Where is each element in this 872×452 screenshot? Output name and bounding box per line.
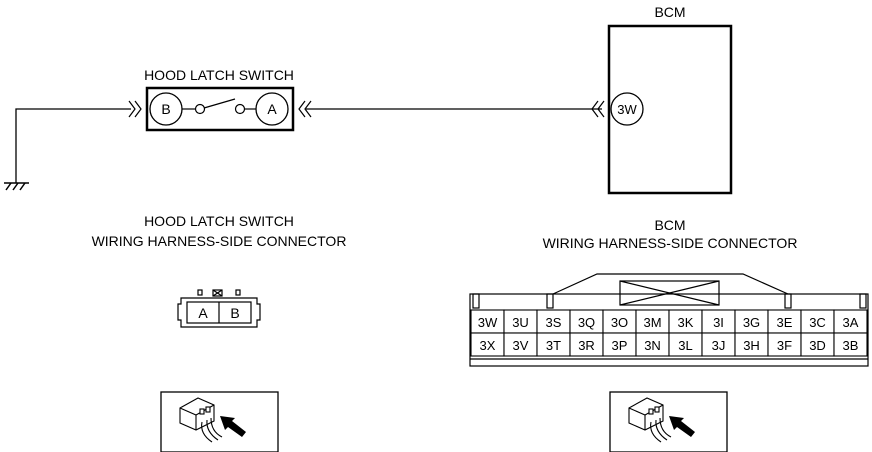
bcm-connector-pin-label: 3U <box>512 315 529 330</box>
pin-b-label: B <box>161 101 170 117</box>
bcm-connector-pin-label: 3K <box>678 315 694 330</box>
bcm-connector-title-line2: WIRING HARNESS-SIDE CONNECTOR <box>543 235 798 251</box>
view-direction-icon-left <box>160 391 279 452</box>
bcm-connector-pin-label: 3W <box>478 315 498 330</box>
view-direction-icon-right <box>609 391 728 452</box>
bcm-connector-pin-label: 3M <box>643 315 661 330</box>
bcm-connector-pin-label: 3F <box>777 338 792 353</box>
bcm-connector-pin-label: 3V <box>513 338 529 353</box>
bcm-connector-pin-label: 3I <box>713 315 724 330</box>
bcm-connector-pin-label: 3N <box>644 338 661 353</box>
bcm-connector-title-line1: BCM <box>654 217 685 233</box>
bcm-connector-pin-label: 3B <box>843 338 859 353</box>
bcm-pin-circle <box>610 92 644 126</box>
hood-connector-pin-a: A <box>198 305 208 321</box>
bcm-connector-pin-label: 3J <box>712 338 726 353</box>
bcm-connector-pin-label: 3G <box>743 315 760 330</box>
bcm-connector-pin-label: 3D <box>809 338 826 353</box>
bcm-chevron-icon <box>591 100 605 118</box>
bcm-connector-pin-label: 3E <box>777 315 793 330</box>
pin-a-label: A <box>267 101 277 117</box>
bcm-connector-pin-label: 3P <box>612 338 628 353</box>
bcm-connector-pin-label: 3O <box>611 315 628 330</box>
hood-latch-switch-box <box>145 86 295 132</box>
bcm-connector-pin-label: 3T <box>546 338 561 353</box>
bcm-connector-cells: 3W 3U 3S 3Q 3O 3M 3K 3I 3G 3E 3C 3A 3X 3V 3T 3R 3P 3N 3L 3J… <box>470 309 868 357</box>
hood-connector-face <box>177 289 261 328</box>
hood-connector-title-line1: HOOD LATCH SWITCH <box>144 213 294 229</box>
bcm-connector-pin-label: 3Q <box>578 315 595 330</box>
ground-wire <box>15 108 131 183</box>
bcm-connector-pin-label: 3A <box>843 315 859 330</box>
ground-icon <box>4 182 29 191</box>
bcm-connector-pin-label: 3L <box>678 338 692 353</box>
hood-latch-switch-label: HOOD LATCH SWITCH <box>144 67 294 83</box>
bcm-pin-label: 3W <box>617 102 637 117</box>
bcm-connector-face <box>469 273 869 367</box>
connector-chevron-left-icon <box>128 100 142 118</box>
bcm-connector-pin-label: 3R <box>578 338 595 353</box>
bcm-connector-pin-label: 3S <box>546 315 562 330</box>
bcm-label: BCM <box>654 4 685 20</box>
hood-connector-pin-b: B <box>230 305 239 321</box>
connector-chevron-right-icon <box>298 100 312 118</box>
bcm-connector-pin-label: 3X <box>480 338 496 353</box>
switch-contact-icon <box>182 98 256 115</box>
bcm-connector-cell <box>833 332 868 357</box>
bcm-connector-pin-label: 3H <box>743 338 760 353</box>
bcm-connector-pin-label: 3C <box>809 315 826 330</box>
bcm-box <box>607 24 733 195</box>
hood-connector-title-line2: WIRING HARNESS-SIDE CONNECTOR <box>92 233 347 249</box>
